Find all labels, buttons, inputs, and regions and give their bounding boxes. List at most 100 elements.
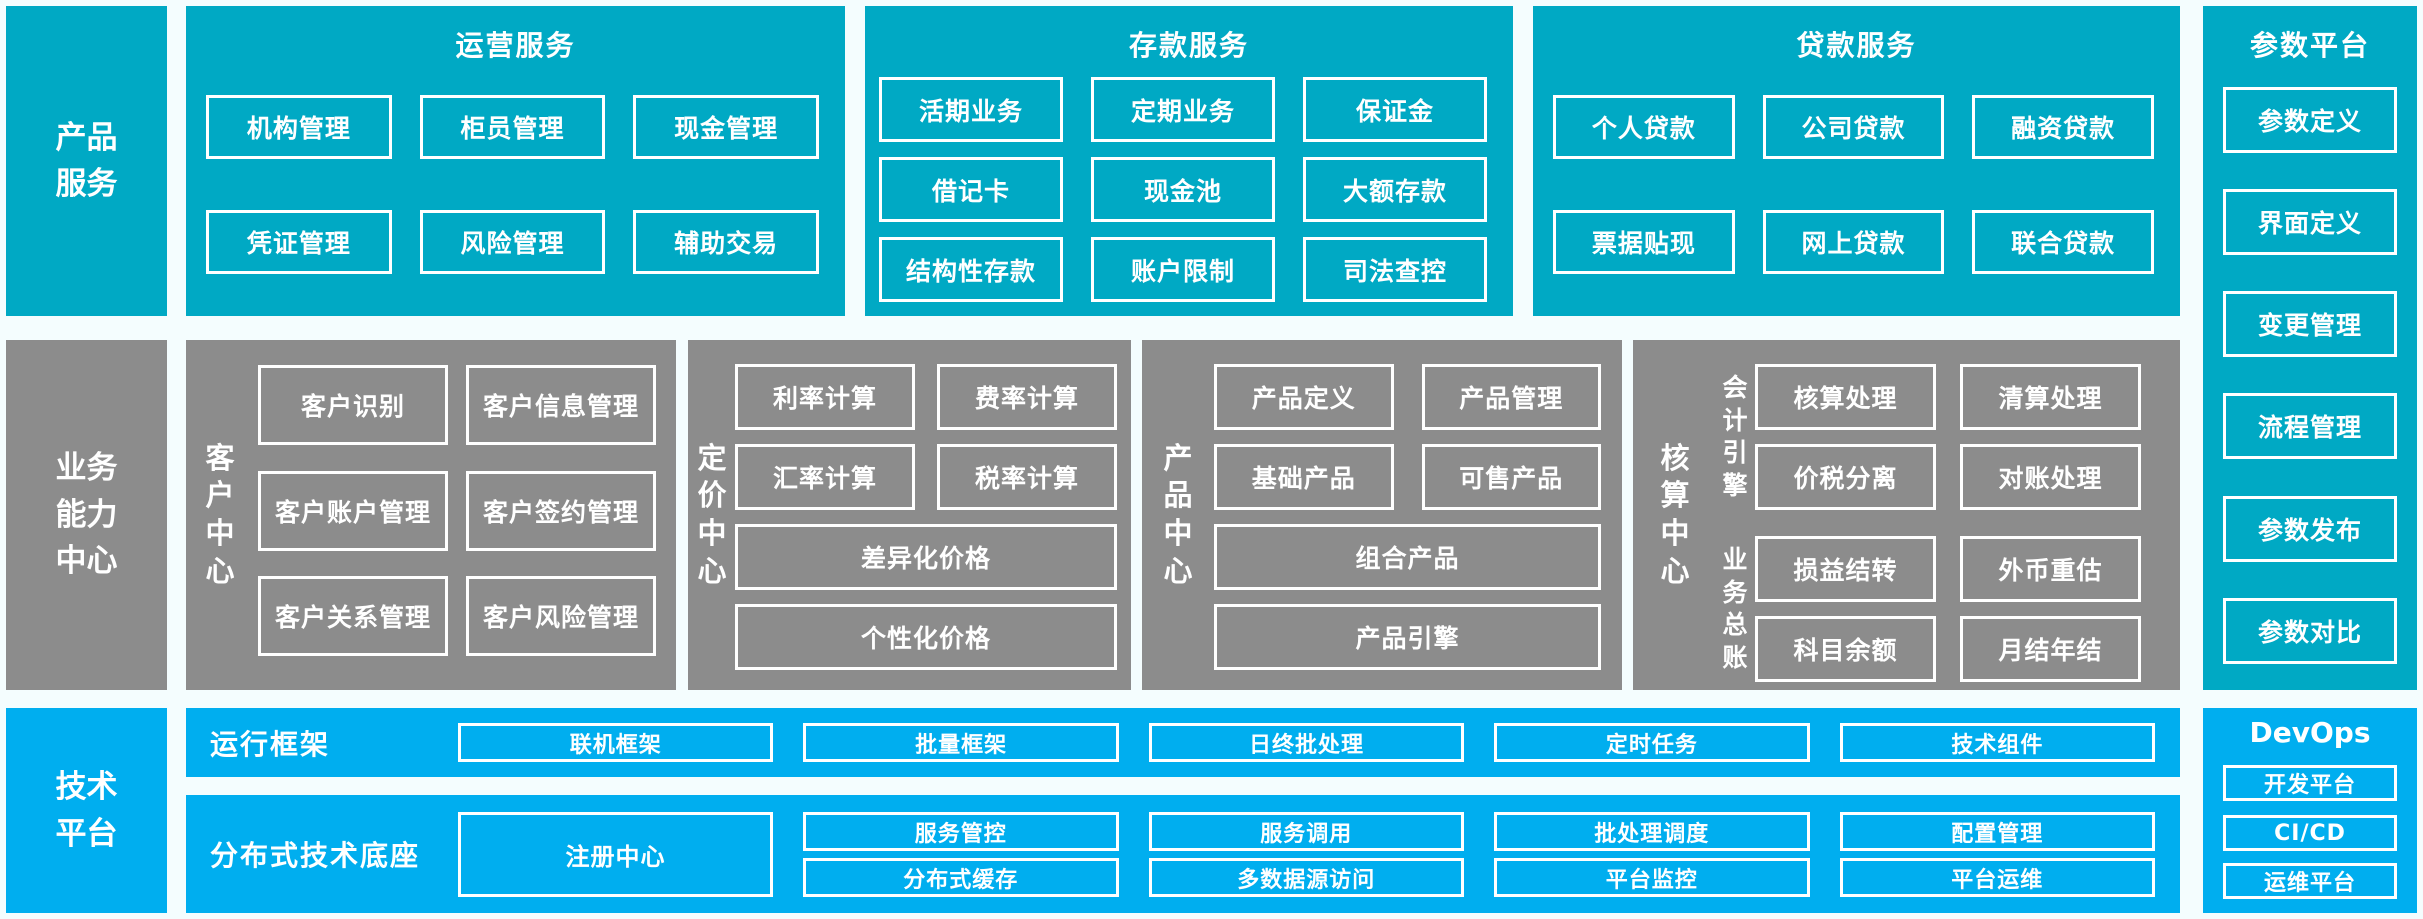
box-change-mgmt: 变更管理 [2223,291,2397,357]
loan-services-panel: 贷款服务 个人贷款 公司贷款 融资贷款 票据贴现 网上贷款 联合贷款 [1533,6,2180,316]
box-fx-revaluation: 外币重估 [1960,536,2141,602]
box-registry-center: 注册中心 [458,812,773,897]
box-debit-card: 借记卡 [879,157,1063,222]
sidebar-business-capability-label: 业务能力中心 [55,450,118,580]
box-financing-loan: 融资贷款 [1972,95,2155,159]
box-customer-info-mgmt: 客户信息管理 [466,365,656,445]
box-subject-balance: 科目余额 [1755,616,1936,682]
deposit-services-panel: 存款服务 活期业务 定期业务 保证金 借记卡 现金池 大额存款 结构性存款 账户… [865,6,1513,316]
box-distributed-cache: 分布式缓存 [803,858,1119,897]
pricing-center-label: 定价中心 [697,440,727,588]
sidebar-product-services-label: 产品服务 [55,119,118,203]
sidebar-business-capability-center: 业务能力中心 [6,340,167,690]
box-online-loan: 网上贷款 [1762,210,1945,274]
box-cash-mgmt: 现金管理 [633,95,820,159]
box-teller-mgmt: 柜员管理 [419,95,606,159]
box-base-product: 基础产品 [1214,444,1394,510]
distributed-tech-base-label: 分布式技术底座 [210,839,421,872]
devops-title: DevOps [2249,716,2371,749]
box-product-engine: 产品引擎 [1214,604,1601,670]
box-param-compare: 参数对比 [2223,598,2397,664]
box-exchange-calc: 汇率计算 [735,444,915,510]
box-structured-deposit: 结构性存款 [879,237,1063,302]
box-interest-calc: 利率计算 [735,364,915,430]
box-customer-identify: 客户识别 [258,365,448,445]
box-sellable-product: 可售产品 [1421,444,1601,510]
accounting-center-label: 核算中心 [1660,440,1690,588]
parameter-platform-title: 参数平台 [2249,29,2370,62]
box-customer-risk-mgmt: 客户风险管理 [466,576,656,656]
customer-center-panel: 客户中心 客户识别 客户信息管理 客户账户管理 客户签约管理 客户关系管理 客户… [186,340,676,690]
box-corporate-loan: 公司贷款 [1762,95,1945,159]
box-process-mgmt: 流程管理 [2223,393,2397,459]
box-ci-cd: CI/CD [2223,815,2397,851]
distributed-tech-base-row: 分布式技术底座 注册中心 服务管控 服务调用 批处理调度 配置管理 分布式缓存 … [186,795,2180,913]
operation-services-title: 运营服务 [455,29,576,62]
box-judicial-inquiry: 司法查控 [1303,237,1487,302]
box-service-governance: 服务管控 [803,812,1119,851]
box-clearing-process: 清算处理 [1960,364,2141,430]
box-multi-datasource: 多数据源访问 [1148,858,1464,897]
sidebar-tech-platform: 技术平台 [6,708,167,913]
box-platform-monitor: 平台监控 [1494,858,1810,897]
box-bill-discount: 票据贴现 [1553,210,1735,274]
box-accounting-process: 核算处理 [1755,364,1936,430]
sidebar-product-services: 产品服务 [6,6,167,316]
box-org-mgmt: 机构管理 [206,95,392,159]
box-risk-mgmt: 风险管理 [419,210,606,274]
box-batch-schedule: 批处理调度 [1494,812,1810,851]
accounting-center-panel: 核算中心 会计引擎 业务总账 核算处理 清算处理 价税分离 对账处理 损益结转 … [1633,340,2180,690]
box-voucher-mgmt: 凭证管理 [206,210,392,274]
pricing-center-panel: 定价中心 利率计算 费率计算 汇率计算 税率计算 差异化价格 个性化价格 [688,340,1131,690]
box-account-restriction: 账户限制 [1091,237,1275,302]
box-customer-contract-mgmt: 客户签约管理 [466,471,656,551]
accounting-engine-label: 会计引擎 [1722,373,1748,500]
box-platform-ops: 平台运维 [1839,858,2155,897]
devops-panel: DevOps 开发平台 CI/CD 运维平台 [2203,708,2417,913]
product-center-label: 产品中心 [1163,440,1193,588]
box-syndicated-loan: 联合贷款 [1972,210,2155,274]
box-reconciliation: 对账处理 [1960,444,2141,510]
box-differentiated-price: 差异化价格 [735,524,1117,590]
box-product-definition: 产品定义 [1214,364,1394,430]
operation-services-panel: 运营服务 机构管理 柜员管理 现金管理 凭证管理 风险管理 辅助交易 [186,6,845,316]
box-auxiliary-trade: 辅助交易 [633,210,820,274]
box-tax-price-separation: 价税分离 [1755,444,1936,510]
box-margin-deposit: 保证金 [1303,77,1487,142]
box-product-mgmt: 产品管理 [1421,364,1601,430]
product-center-panel: 产品中心 产品定义 产品管理 基础产品 可售产品 组合产品 产品引擎 [1142,340,1622,690]
box-pnl-carryover: 损益结转 [1755,536,1936,602]
box-param-definition: 参数定义 [2223,87,2397,153]
box-personalized-price: 个性化价格 [735,604,1117,670]
loan-services-title: 贷款服务 [1796,29,1917,62]
parameter-platform-panel: 参数平台 参数定义 界面定义 变更管理 流程管理 参数发布 参数对比 [2203,6,2417,690]
box-scheduled-task: 定时任务 [1494,723,1810,762]
box-tax-calc: 税率计算 [937,444,1117,510]
box-ui-definition: 界面定义 [2223,189,2397,255]
box-cash-pool: 现金池 [1091,157,1275,222]
box-fee-calc: 费率计算 [937,364,1117,430]
box-eod-batch: 日终批处理 [1148,723,1465,762]
box-ops-platform: 运维平台 [2223,863,2397,899]
box-month-year-end: 月结年结 [1960,616,2141,682]
runtime-framework-label: 运行框架 [210,727,331,761]
box-personal-loan: 个人贷款 [1553,95,1735,159]
box-large-deposit: 大额存款 [1303,157,1487,222]
deposit-services-title: 存款服务 [1128,29,1249,62]
box-param-release: 参数发布 [2223,496,2397,562]
box-tech-component: 技术组件 [1839,723,2156,762]
box-config-mgmt: 配置管理 [1839,812,2155,851]
box-customer-relation-mgmt: 客户关系管理 [258,576,448,656]
sidebar-tech-platform-label: 技术平台 [55,769,118,852]
box-service-invoke: 服务调用 [1148,812,1464,851]
customer-center-label: 客户中心 [205,440,235,588]
box-dev-platform: 开发平台 [2223,765,2397,801]
business-ledger-label: 业务总账 [1722,545,1748,672]
box-online-framework: 联机框架 [458,723,774,762]
runtime-framework-row: 运行框架 联机框架 批量框架 日终批处理 定时任务 技术组件 [186,708,2180,777]
box-customer-account-mgmt: 客户账户管理 [258,471,448,551]
box-demand-deposit: 活期业务 [879,77,1063,142]
box-combo-product: 组合产品 [1214,524,1601,590]
box-batch-framework: 批量框架 [803,723,1119,762]
